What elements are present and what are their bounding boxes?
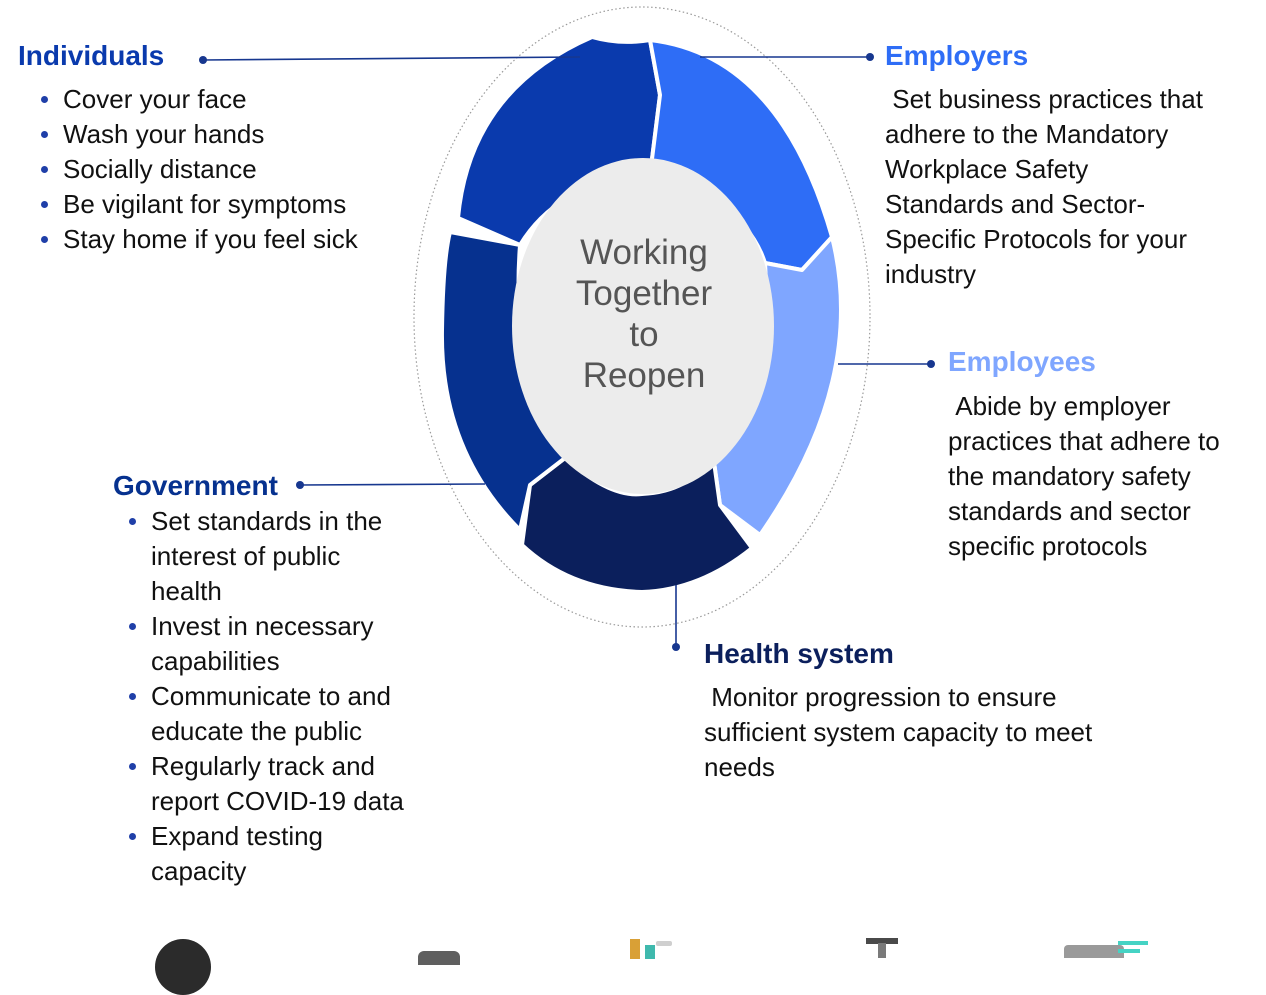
list-item: Communicate to and educate the public [123,679,408,749]
dot-employees [927,360,935,368]
center-line-1: Working [580,233,708,272]
outer-dotted-ring [413,6,871,628]
cycle-diagram [199,6,935,651]
list-item: Invest in necessary capabilities [123,609,408,679]
connector-individuals [202,56,581,61]
icons-row [0,935,1266,995]
dot-health-system [672,643,680,651]
employees-title: Employees [948,346,1096,377]
dot-employers [866,53,874,61]
employers-title: Employers [885,40,1029,71]
connector-dots [199,53,935,651]
dot-individuals [199,56,207,64]
tools-icon [866,938,898,958]
dot-government [296,481,304,489]
sanitizer-icon [628,939,674,959]
list-item: Stay home if you feel sick [35,222,415,257]
connectors [202,56,931,647]
health-system-text: Monitor progression to ensure sufficient… [704,682,1100,782]
list-item: Socially distance [35,152,415,187]
list-item: Cover your face [35,82,415,117]
center-ellipse [512,158,774,494]
individuals-title: Individuals [18,40,165,71]
connector-government [299,483,486,486]
employees-text: Abide by employer practices that adhere … [948,391,1227,561]
list-item: Expand testing capacity [123,819,408,889]
government-list: Set standards in the interest of public … [123,504,408,889]
list-item: Set standards in the interest of public … [123,504,408,609]
briefcase-icon [418,951,460,965]
center-line-4: Reopen [582,356,706,395]
government-title: Government [113,470,278,501]
list-item: Regularly track and report COVID-19 data [123,749,408,819]
list-item: Wash your hands [35,117,415,152]
clipboard-icon [1064,941,1148,958]
person-icon [155,939,211,995]
list-item: Be vigilant for symptoms [35,187,415,222]
center-line-3: to [629,315,659,354]
health-system-title: Health system [704,638,894,669]
center-line-2: Together [575,274,713,313]
individuals-list: Cover your face Wash your hands Socially… [35,82,415,257]
segment-individuals [456,35,662,247]
employers-text: Set business practices that adhere to th… [885,84,1211,289]
center-label: Working Together to Reopen [560,232,728,396]
